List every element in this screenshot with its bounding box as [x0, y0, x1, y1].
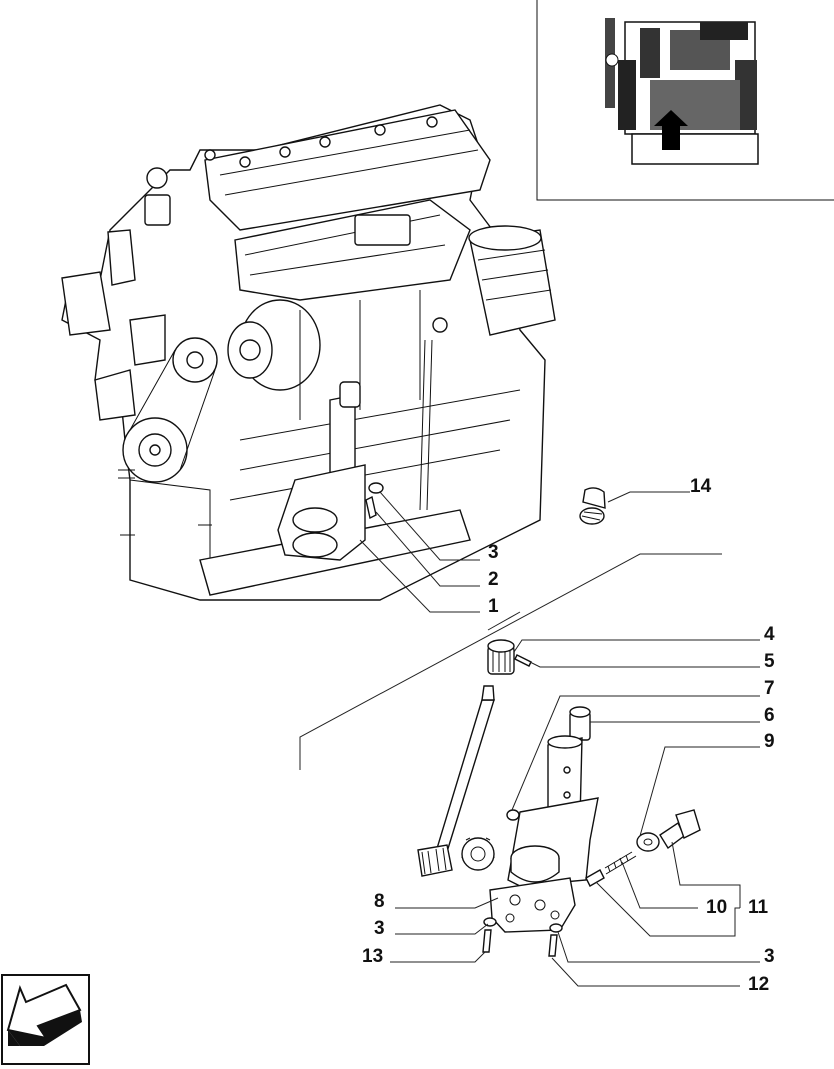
injector-row	[204, 116, 438, 168]
callout-4: 4	[764, 624, 775, 645]
callout-3-upper: 3	[488, 542, 499, 563]
callout-3-left: 3	[374, 918, 385, 939]
washer-bolt-right	[548, 923, 563, 957]
cooling-fan	[61, 229, 166, 421]
callout-12: 12	[748, 974, 769, 995]
callout-9: 9	[764, 731, 775, 752]
callout-13: 13	[362, 946, 383, 967]
mounted-oil-pump	[277, 381, 366, 561]
relief-spring-part-10	[604, 851, 637, 875]
idler-gear	[461, 837, 495, 871]
callout-11: 11	[748, 897, 769, 918]
bolt-washer-upper	[365, 482, 384, 520]
callout-6: 6	[764, 705, 775, 726]
group-bracket-tick	[487, 611, 521, 631]
callout-3-right: 3	[764, 946, 775, 967]
callout-10: 10	[706, 897, 727, 918]
plug-part-7	[506, 809, 520, 821]
mini-engine-silhouette	[605, 18, 759, 165]
washer-part-9	[636, 832, 660, 852]
engine-block	[61, 104, 556, 601]
callout-1: 1	[488, 596, 499, 617]
washer-bolt-left	[482, 917, 497, 953]
callout-7: 7	[764, 678, 775, 699]
callout-labels: 14 3 2 1 4 5 7 6 9 8 10 11 3 13 3 12	[362, 476, 775, 995]
callout-8: 8	[374, 891, 385, 912]
engine-locator-thumbnail[interactable]	[536, 0, 834, 201]
oil-pump-body	[489, 735, 599, 933]
drive-shaft	[417, 685, 495, 877]
oil-filter	[468, 225, 556, 336]
group-bracket-line	[299, 553, 722, 770]
callout-14: 14	[690, 476, 712, 497]
callout-2: 2	[488, 569, 499, 590]
valve-plug-part-11	[659, 809, 701, 850]
back-arrow-icon[interactable]	[1, 974, 90, 1065]
sleeve-part-6	[569, 706, 591, 741]
relief-valve-plunger	[585, 869, 605, 887]
pin-part-5	[514, 654, 532, 667]
leader-lines	[359, 491, 760, 987]
plug-part-14	[579, 487, 606, 525]
callout-5: 5	[764, 651, 775, 672]
crank-pulley	[122, 417, 188, 483]
drive-gear-part-4	[487, 639, 515, 675]
